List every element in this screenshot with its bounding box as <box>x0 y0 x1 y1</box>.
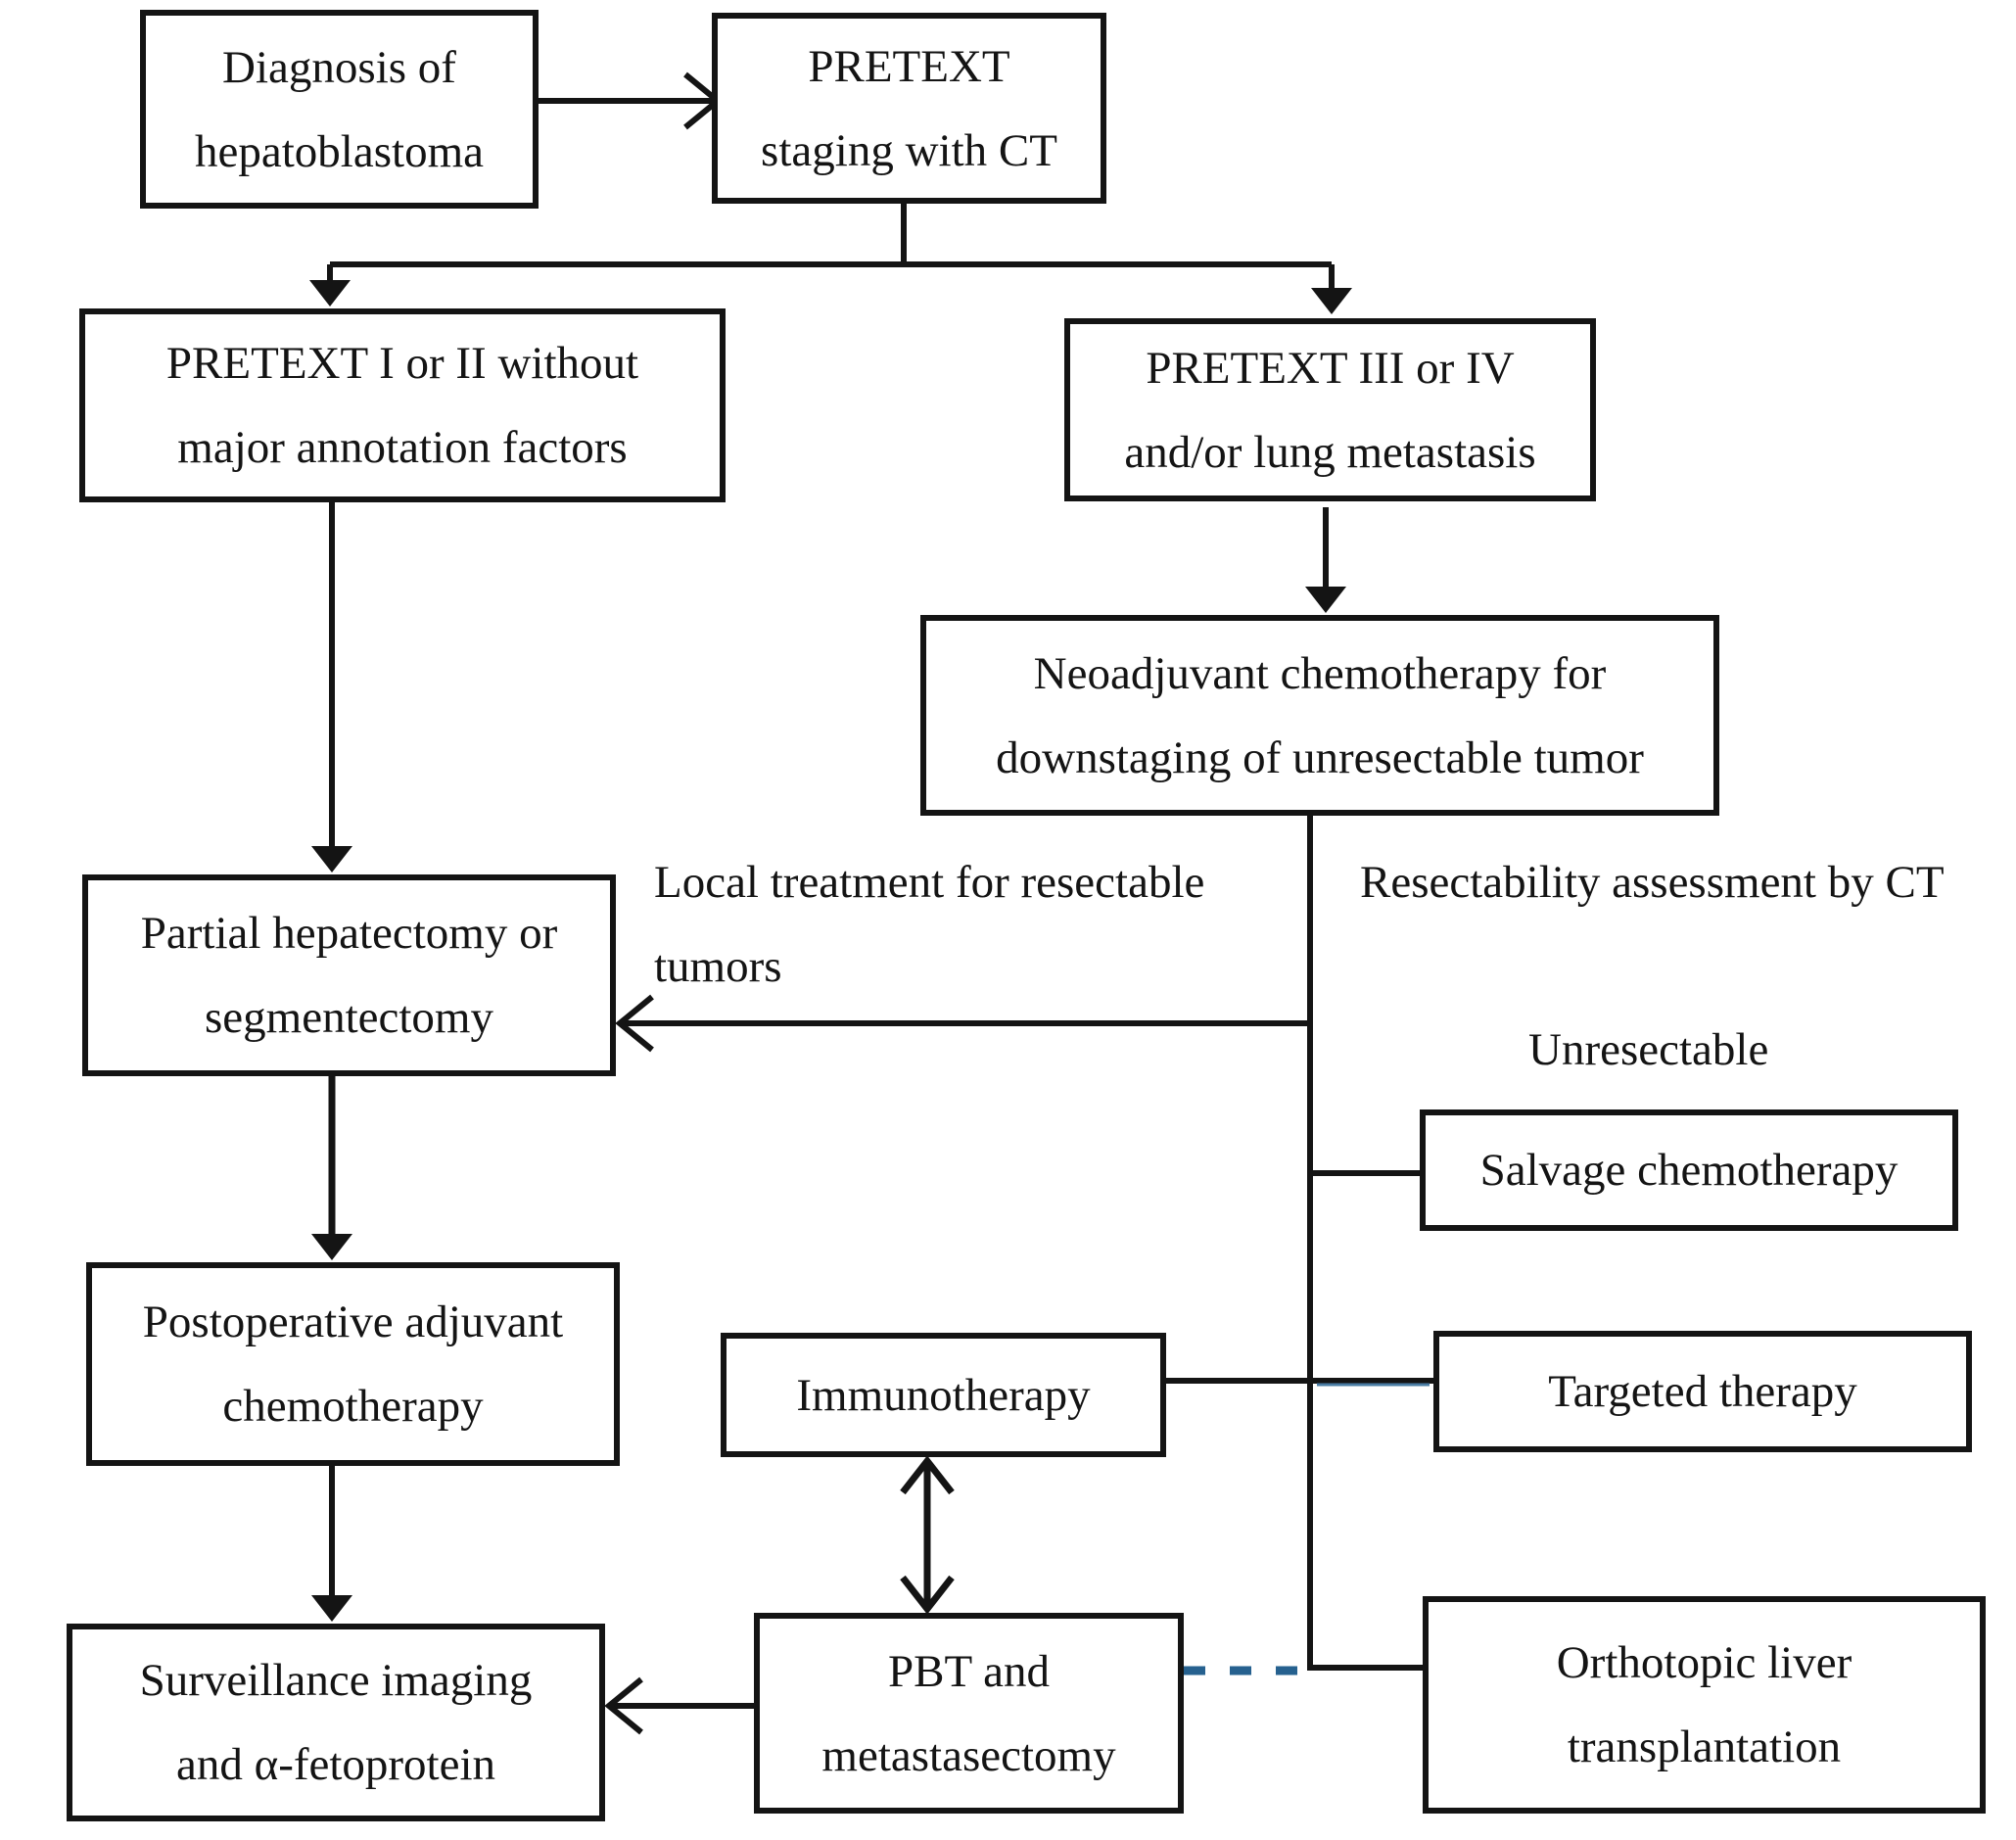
box-surveillance-line1: Surveillance imaging <box>139 1655 533 1706</box>
box-partial-hepatectomy-line2: segmentectomy <box>205 992 493 1043</box>
box-postoperative-line1: Postoperative adjuvant <box>142 1297 564 1347</box>
box-pretext-staging: PRETEXT staging with CT <box>712 13 1106 204</box>
label-resectability-line1: Resectability assessment by CT <box>1360 857 1945 908</box>
box-neoadjuvant-chemotherapy: Neoadjuvant chemotherapy for downstaging… <box>920 615 1719 816</box>
box-pretext-1-2-line1: PRETEXT I or II without <box>165 338 639 389</box>
box-pretext-staging-line1: PRETEXT <box>808 40 1010 92</box>
arrowhead-down-icon <box>311 1234 352 1260</box>
box-surveillance-line2: and α-fetoprotein <box>175 1739 496 1790</box>
box-postoperative-chemotherapy: Postoperative adjuvant chemotherapy <box>86 1262 620 1466</box>
arrowhead-left-icon <box>604 1676 643 1735</box>
label-unresectable-line1: Unresectable <box>1528 1024 1769 1075</box>
arrowhead-up-icon <box>900 1455 955 1495</box>
arrowhead-down-icon <box>311 1595 352 1622</box>
box-pretext-3-4-line2: and/or lung metastasis <box>1124 426 1536 478</box>
box-orthotopic-line2: transplantation <box>1567 1722 1842 1772</box>
box-diagnosis: Diagnosis of hepatoblastoma <box>140 10 539 209</box>
box-diagnosis-line2: hepatoblastoma <box>195 125 484 177</box>
label-local-treatment: Local treatment for resectable tumors <box>654 840 1204 1009</box>
label-resectability-assessment: Resectability assessment by CT <box>1360 840 1945 924</box>
arrowhead-down-icon <box>1305 587 1346 613</box>
box-surveillance-imaging: Surveillance imaging and α-fetoprotein <box>67 1624 605 1821</box>
label-local-treatment-line2: tumors <box>654 941 782 992</box>
box-pretext-staging-line2: staging with CT <box>761 124 1057 176</box>
box-immunotherapy: Immunotherapy <box>721 1333 1166 1457</box>
box-pbt-line2: metastasectomy <box>821 1729 1116 1781</box>
box-immunotherapy-line1: Immunotherapy <box>796 1369 1091 1421</box>
label-unresectable: Unresectable <box>1528 1008 1768 1092</box>
box-pbt-metastasectomy: PBT and metastasectomy <box>754 1613 1184 1814</box>
box-pretext-1-2-line2: major annotation factors <box>177 422 628 473</box>
arrowhead-left-icon <box>615 994 654 1053</box>
label-local-treatment-line1: Local treatment for resectable <box>654 857 1205 908</box>
arrowhead-down-icon <box>311 846 352 873</box>
box-orthotopic-liver-transplantation: Orthotopic liver transplantation <box>1423 1596 1986 1814</box>
box-neoadjuvant-line1: Neoadjuvant chemotherapy for <box>1033 647 1607 699</box>
box-pretext-3-4-line1: PRETEXT III or IV <box>1146 342 1515 394</box>
box-partial-hepatectomy: Partial hepatectomy or segmentectomy <box>82 874 616 1076</box>
arrowhead-down-icon <box>1311 288 1352 314</box>
arrowhead-down-icon <box>309 280 351 307</box>
box-pretext-1-2: PRETEXT I or II without major annotation… <box>79 308 726 502</box>
box-partial-hepatectomy-line1: Partial hepatectomy or <box>140 908 558 959</box>
box-orthotopic-line1: Orthotopic liver <box>1556 1637 1852 1688</box>
box-diagnosis-line1: Diagnosis of <box>222 41 456 93</box>
box-pretext-3-4: PRETEXT III or IV and/or lung metastasis <box>1064 318 1596 501</box>
box-postoperative-line2: chemotherapy <box>222 1381 484 1432</box>
box-targeted-therapy: Targeted therapy <box>1433 1331 1972 1452</box>
arrowhead-down-icon <box>900 1575 955 1615</box>
box-salvage-line1: Salvage chemotherapy <box>1479 1145 1899 1196</box>
box-salvage-chemotherapy: Salvage chemotherapy <box>1420 1109 1958 1231</box>
box-targeted-line1: Targeted therapy <box>1548 1366 1857 1417</box>
box-neoadjuvant-line2: downstaging of unresectable tumor <box>996 731 1644 783</box>
box-pbt-line1: PBT and <box>888 1645 1050 1697</box>
